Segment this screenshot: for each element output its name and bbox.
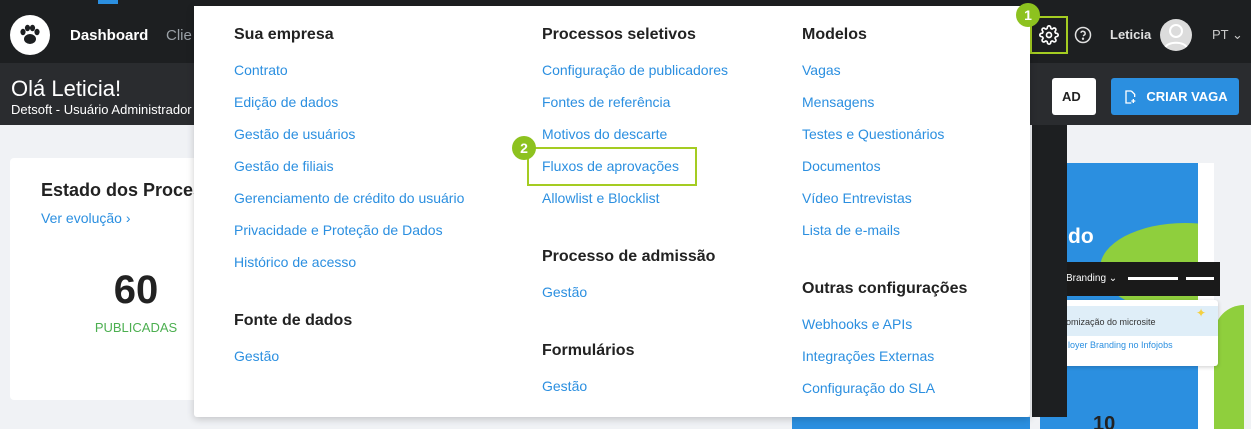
published-label: PUBLICADAS bbox=[94, 320, 178, 335]
blue-card-edge bbox=[792, 417, 1030, 429]
menu-item-fluxos-de-aprovacoes[interactable]: Fluxos de aprovações bbox=[542, 158, 679, 174]
menu-item-integracoes-externas[interactable]: Integrações Externas bbox=[802, 348, 935, 364]
status-card: Estado dos Processos Ver evolução › 60 P… bbox=[10, 158, 234, 400]
menu-item-webhooks-apis[interactable]: Webhooks e APIs bbox=[802, 316, 913, 332]
menu-item-historico-de-acesso[interactable]: Histórico de acesso bbox=[234, 254, 357, 270]
section-title-processos-seletivos: Processos seletivos bbox=[542, 26, 696, 43]
green-decoration bbox=[1214, 305, 1244, 429]
menu-item-config-publicadores[interactable]: Configuração de publicadores bbox=[542, 62, 729, 78]
active-nav-indicator bbox=[98, 0, 118, 4]
settings-dropdown-menu bbox=[194, 6, 1030, 417]
step-badge-1: 1 bbox=[1016, 3, 1040, 27]
menu-item-mensagens[interactable]: Mensagens bbox=[802, 94, 875, 110]
section-title-outras-configuracoes: Outras configurações bbox=[802, 280, 968, 297]
language-selector[interactable]: PT ⌄ bbox=[1212, 27, 1243, 43]
document-plus-icon bbox=[1125, 89, 1136, 104]
gear-icon bbox=[1039, 25, 1059, 45]
settings-button[interactable] bbox=[1030, 16, 1068, 54]
menu-item-privacidade[interactable]: Privacidade e Proteção de Dados bbox=[234, 222, 443, 238]
section-title-formularios: Formulários bbox=[542, 342, 635, 359]
greeting-title: Olá Leticia! bbox=[11, 76, 122, 101]
user-name[interactable]: Leticia bbox=[1110, 27, 1152, 42]
section-title-modelos: Modelos bbox=[802, 26, 867, 43]
mock-nav-label: Branding ⌄ bbox=[1066, 273, 1118, 284]
mock-row-highlight bbox=[1060, 306, 1218, 336]
menu-item-lista-de-emails[interactable]: Lista de e-mails bbox=[802, 222, 901, 238]
user-avatar-icon[interactable] bbox=[1160, 19, 1192, 51]
promo-title: do bbox=[1068, 225, 1094, 248]
mock-nav-line bbox=[1186, 277, 1214, 280]
menu-item-video-entrevistas[interactable]: Vídeo Entrevistas bbox=[802, 190, 912, 206]
dark-strip bbox=[1032, 125, 1067, 417]
promo-number: 10 bbox=[1093, 413, 1116, 429]
sparkle-icon: ✦ bbox=[1196, 306, 1207, 320]
menu-item-allowlist-blocklist[interactable]: Allowlist e Blocklist bbox=[542, 190, 660, 206]
promo-mock-navbar: Branding ⌄ bbox=[1060, 262, 1220, 296]
mock-nav-line bbox=[1128, 277, 1178, 280]
chevron-down-icon: ⌄ bbox=[1232, 27, 1243, 42]
menu-item-testes-questionarios[interactable]: Testes e Questionários bbox=[802, 126, 945, 142]
menu-item-vagas[interactable]: Vagas bbox=[802, 62, 841, 78]
create-job-label: CRIAR VAGA bbox=[1146, 89, 1228, 104]
menu-item-admissao-gestao[interactable]: Gestão bbox=[542, 284, 588, 300]
menu-item-gestao-de-usuarios[interactable]: Gestão de usuários bbox=[234, 126, 356, 142]
promo-mock-card: omização do microsite ✦ loyer Branding n… bbox=[1060, 300, 1218, 366]
help-circle-icon[interactable] bbox=[1074, 26, 1092, 44]
nav-dashboard[interactable]: Dashboard bbox=[70, 27, 149, 44]
mock-row-text: omização do microsite bbox=[1066, 317, 1156, 327]
secondary-action-button[interactable]: AD bbox=[1052, 78, 1096, 115]
section-title-sua-empresa: Sua empresa bbox=[234, 26, 334, 43]
menu-item-gestao-de-filiais[interactable]: Gestão de filiais bbox=[234, 158, 334, 174]
menu-item-contrato[interactable]: Contrato bbox=[234, 62, 288, 78]
menu-item-fontes-de-referencia[interactable]: Fontes de referência bbox=[542, 94, 671, 110]
section-title-processo-de-admissao: Processo de admissão bbox=[542, 248, 716, 265]
published-count: 60 bbox=[113, 268, 159, 312]
highlight-box bbox=[527, 147, 697, 186]
step-badge-2: 2 bbox=[512, 136, 536, 160]
nav-clientes[interactable]: Clie bbox=[166, 27, 192, 44]
view-evolution-link[interactable]: Ver evolução › bbox=[41, 210, 131, 226]
menu-item-edicao-de-dados[interactable]: Edição de dados bbox=[234, 94, 339, 110]
status-card-title: Estado dos Processos bbox=[41, 180, 235, 200]
mock-row-link: loyer Branding no Infojobs bbox=[1068, 340, 1173, 350]
menu-item-configuracao-sla[interactable]: Configuração do SLA bbox=[802, 380, 936, 396]
menu-item-formularios-gestao[interactable]: Gestão bbox=[542, 378, 588, 394]
section-title-fonte-de-dados: Fonte de dados bbox=[234, 312, 353, 329]
card-gap bbox=[1198, 163, 1214, 429]
greeting-subtitle: Detsoft - Usuário Administrador bbox=[11, 102, 192, 117]
menu-item-fonte-gestao[interactable]: Gestão bbox=[234, 348, 280, 364]
menu-item-gerenciamento-credito[interactable]: Gerenciamento de crédito do usuário bbox=[234, 190, 465, 206]
language-label: PT bbox=[1212, 27, 1229, 42]
create-job-button[interactable]: CRIAR VAGA bbox=[1111, 78, 1239, 115]
menu-item-documentos[interactable]: Documentos bbox=[802, 158, 881, 174]
menu-item-motivos-do-descarte[interactable]: Motivos do descarte bbox=[542, 126, 668, 142]
paw-icon[interactable] bbox=[10, 15, 50, 55]
